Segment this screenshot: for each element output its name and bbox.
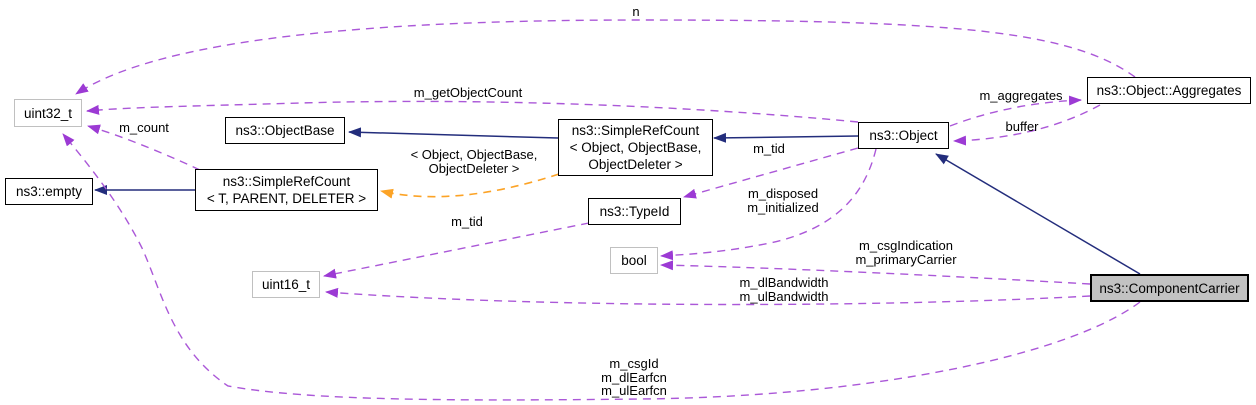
edge-m-csgid-earfcn [62,133,1141,401]
edge-label-m-aggregates: m_aggregates [979,88,1063,103]
edge-m-count [87,124,201,171]
edge-label-buffer: buffer [1005,119,1039,134]
node-ns3-simplerefcount-object[interactable]: ns3::SimpleRefCount < Object, ObjectBase… [558,119,713,176]
edge-m-dlbandwidth-ulbandwidth [325,287,1091,306]
edge-inherit-simplerefcount-objectbase [348,127,559,139]
edge-label-m-count: m_count [119,120,169,135]
edge-m-disposed-initialized [660,148,877,261]
edge-buffer [953,104,1101,146]
node-uint32-t: uint32_t [14,99,82,127]
node-ns3-object[interactable]: ns3::Object [858,122,949,149]
edge-label-m-tid-lower: m_tid [451,214,483,229]
edge-label-m-tid-upper: m_tid [753,141,785,156]
edge-n [75,19,1136,95]
edge-inherit-object-simplerefcount [713,132,859,143]
node-ns3-object-aggregates[interactable]: ns3::Object::Aggregates [1087,77,1251,104]
node-uint16-t: uint16_t [252,271,320,298]
node-ns3-simplerefcount-t-parent-deleter[interactable]: ns3::SimpleRefCount < T, PARENT, DELETER… [195,169,378,211]
node-ns3-objectbase[interactable]: ns3::ObjectBase [225,117,345,144]
node-ns3-empty[interactable]: ns3::empty [5,178,93,205]
node-ns3-typeid[interactable]: ns3::TypeId [588,198,681,225]
edge-m-tid-typeid-uint16 [323,222,590,279]
node-ns3-componentcarrier: ns3::ComponentCarrier [1090,274,1249,302]
edge-template-instantiation [380,173,560,199]
edge-m-aggregates [949,95,1082,127]
edge-label-template-args: < Object, ObjectBase, ObjectDeleter > [410,147,538,176]
edge-label-m-csgid-earfcn: m_csgId m_dlEarfcn m_ulEarfcn [601,356,667,398]
edge-m-tid-object-typeid [683,147,859,199]
edge-m-csgindication-primarycarrier [660,260,1091,285]
edge-label-m-dlbandwidth-ulbandwidth: m_dlBandwidth m_ulBandwidth [739,275,829,304]
edge-label-m-getobjectcount: m_getObjectCount [413,85,523,100]
edge-m-getobjectcount [86,100,859,123]
edge-inherit-componentcarrier-object [935,153,1141,275]
edge-label-n: n [632,4,640,19]
edge-label-m-disposed-initialized: m_disposed m_initialized [747,186,819,215]
node-bool: bool [610,247,658,274]
edge-label-m-csgindication-primarycarrier: m_csgIndication m_primaryCarrier [855,238,957,267]
